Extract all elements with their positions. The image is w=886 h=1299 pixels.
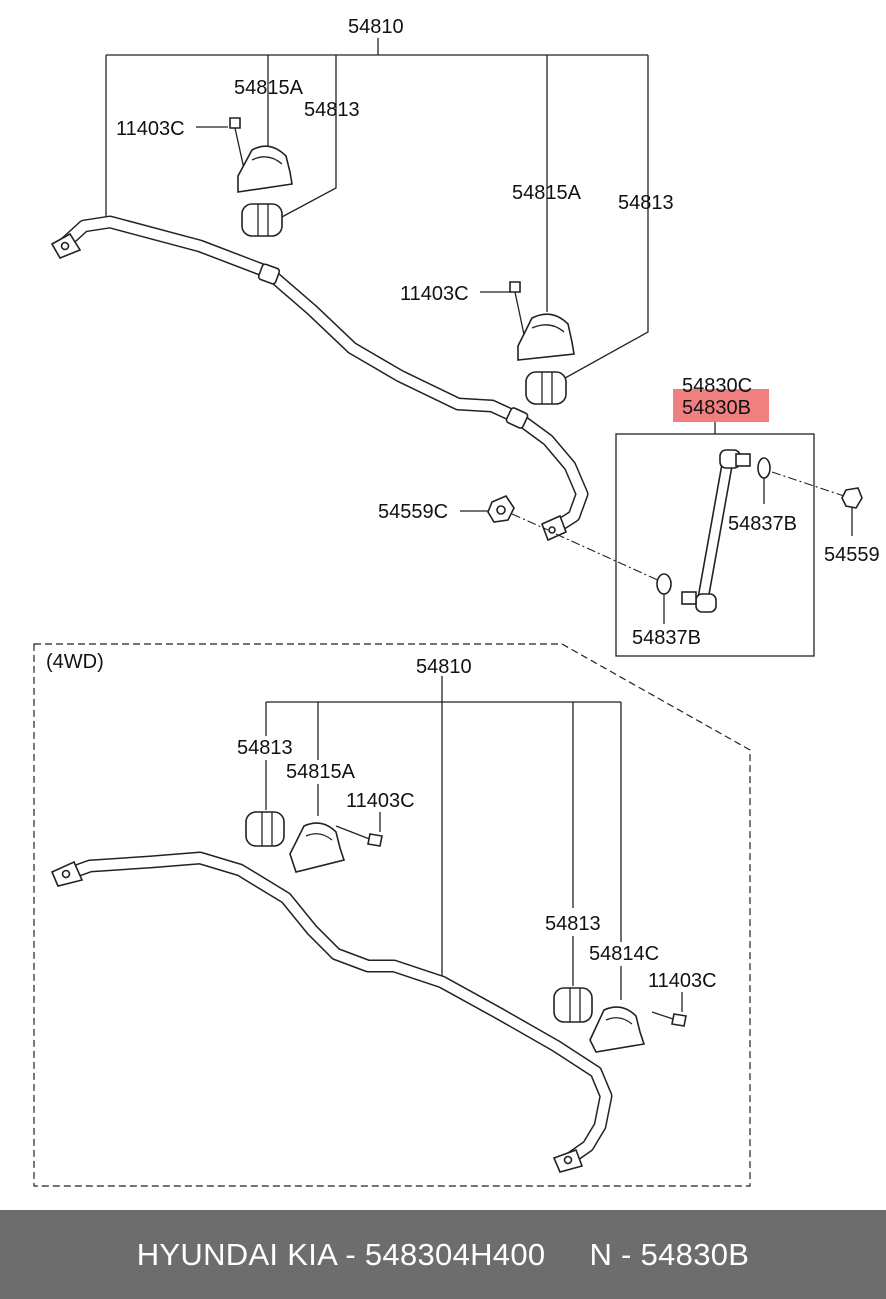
footer-caption: HYUNDAI KIA - 548304H400 N - 54830B (137, 1237, 750, 1273)
label-54810-4wd: 54810 (416, 656, 472, 678)
footer-part-number: 548304H400 (364, 1236, 546, 1272)
label-54813-left: 54813 (304, 99, 360, 121)
stabilizer-bar-top (50, 215, 589, 542)
label-11403c-left: 11403C (116, 118, 185, 140)
label-11403c-right: 11403C (400, 283, 469, 305)
label-54813-4wd-right: 54813 (545, 913, 601, 935)
label-54830b: 54830B (682, 397, 751, 419)
link-box: 54830C 54830B 54837B 54559 54837B (615, 375, 880, 657)
top-labels: 54810 54815A 54813 11403C 54815A 54813 1… (116, 16, 674, 523)
footer-separator: - (336, 1236, 365, 1272)
label-54815a-left: 54815A (234, 77, 304, 99)
label-54814c-4wd: 54814C (589, 943, 659, 965)
bush-bracket-right-top (509, 281, 575, 405)
label-54815a-right: 54815A (512, 182, 582, 204)
label-11403c-4wd-right: 11403C (648, 970, 717, 992)
footer-ref: N - 54830B (589, 1236, 750, 1272)
label-54815a-4wd: 54815A (286, 761, 356, 783)
label-54837b-upper: 54837B (728, 513, 797, 535)
wd-section: (4WD) 54810 54813 54815 (33, 643, 751, 1187)
parts-diagram: 54810 54815A 54813 11403C 54815A 54813 1… (33, 16, 880, 1187)
label-54559: 54559 (824, 544, 880, 566)
label-54810-top: 54810 (348, 16, 404, 38)
footer-brand: HYUNDAI KIA (136, 1236, 337, 1272)
label-54837b-lower: 54837B (632, 627, 701, 649)
label-54830c: 54830C (682, 375, 752, 397)
label-54559c: 54559C (378, 501, 448, 523)
label-4wd: (4WD) (46, 651, 104, 673)
bush-bracket-left-top (229, 117, 293, 237)
label-54813-4wd-left: 54813 (237, 737, 293, 759)
nut-54559c (487, 495, 663, 583)
highlight-54830b (673, 389, 769, 422)
label-11403c-4wd-left: 11403C (346, 790, 415, 812)
label-54813-right: 54813 (618, 192, 674, 214)
footer-bar: HYUNDAI KIA - 548304H400 N - 54830B (0, 1210, 886, 1299)
top-leader-lines (105, 38, 649, 512)
